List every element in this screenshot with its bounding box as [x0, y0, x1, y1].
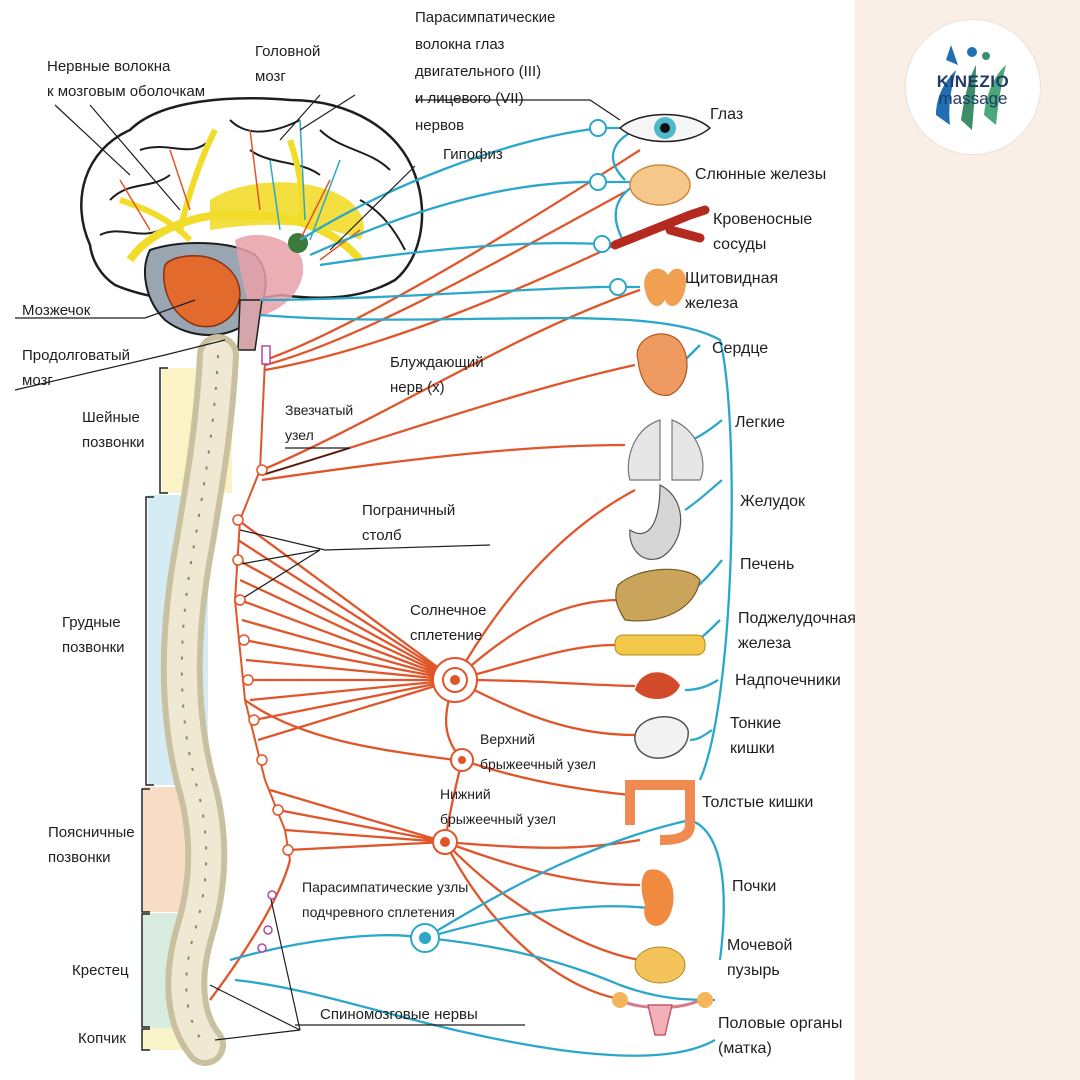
label-genitals: Половые органы(матка) — [718, 1015, 843, 1057]
label-adrenal-glands: Надпочечники — [735, 672, 841, 689]
salivary-gland-organ — [629, 164, 691, 206]
region-brackets — [141, 367, 168, 1051]
side-panel — [855, 0, 1080, 1080]
eye-ganglion — [589, 119, 607, 137]
large-intestine-organ — [625, 780, 695, 845]
label-coccyx: Копчик — [78, 1030, 126, 1047]
label-sacrum: Крестец — [72, 962, 129, 979]
parasympathetic-nerves — [229, 126, 733, 1057]
lungs-organ — [627, 419, 704, 481]
salivary-ganglion — [589, 173, 607, 191]
pancreas-organ — [614, 634, 706, 656]
label-lungs: Легкие — [735, 414, 786, 431]
label-stomach: Желудок — [740, 493, 805, 510]
bladder-organ — [634, 946, 686, 984]
label-large-intestine: Толстые кишки — [702, 794, 814, 811]
label-eye: Глаз — [710, 106, 744, 123]
eye-organ — [618, 113, 712, 143]
logo-figures-icon — [936, 45, 1006, 130]
brain-graphic — [80, 97, 424, 351]
ganglion-nodes — [232, 119, 627, 953]
thyroid-organ — [644, 268, 687, 307]
adrenal-organ — [635, 672, 680, 700]
logo-text-massage: massage — [938, 89, 1008, 108]
label-spinal-nerves: Спиномозговые нервы — [320, 1006, 478, 1023]
label-salivary-glands: Слюнные железы — [695, 166, 827, 183]
thyroid-ganglion — [609, 278, 627, 296]
sympathetic-chain — [233, 359, 291, 861]
label-kidneys: Почки — [732, 878, 777, 895]
genitals-organ — [612, 992, 713, 1036]
nervous-system-diagram — [14, 94, 733, 1066]
stomach-organ — [629, 484, 682, 561]
kidney-organ — [641, 869, 674, 926]
logo-text-kinezio: KINEZIO — [936, 72, 1010, 91]
vessels-ganglion — [593, 235, 611, 253]
heart-organ — [636, 333, 688, 396]
liver-organ — [615, 568, 701, 622]
label-heart: Сердце — [712, 340, 769, 357]
pointer-lines — [14, 94, 621, 1041]
label-pituitary: Гипофиз — [443, 146, 503, 163]
small-intestine-organ — [634, 716, 689, 759]
spinal-column-graphic — [160, 334, 239, 1066]
label-liver: Печень — [740, 556, 795, 573]
kinezio-logo: KINEZIO massage — [906, 20, 1040, 154]
blood-vessels-organ — [610, 205, 710, 250]
label-cerebellum: Мозжечок — [22, 302, 91, 319]
